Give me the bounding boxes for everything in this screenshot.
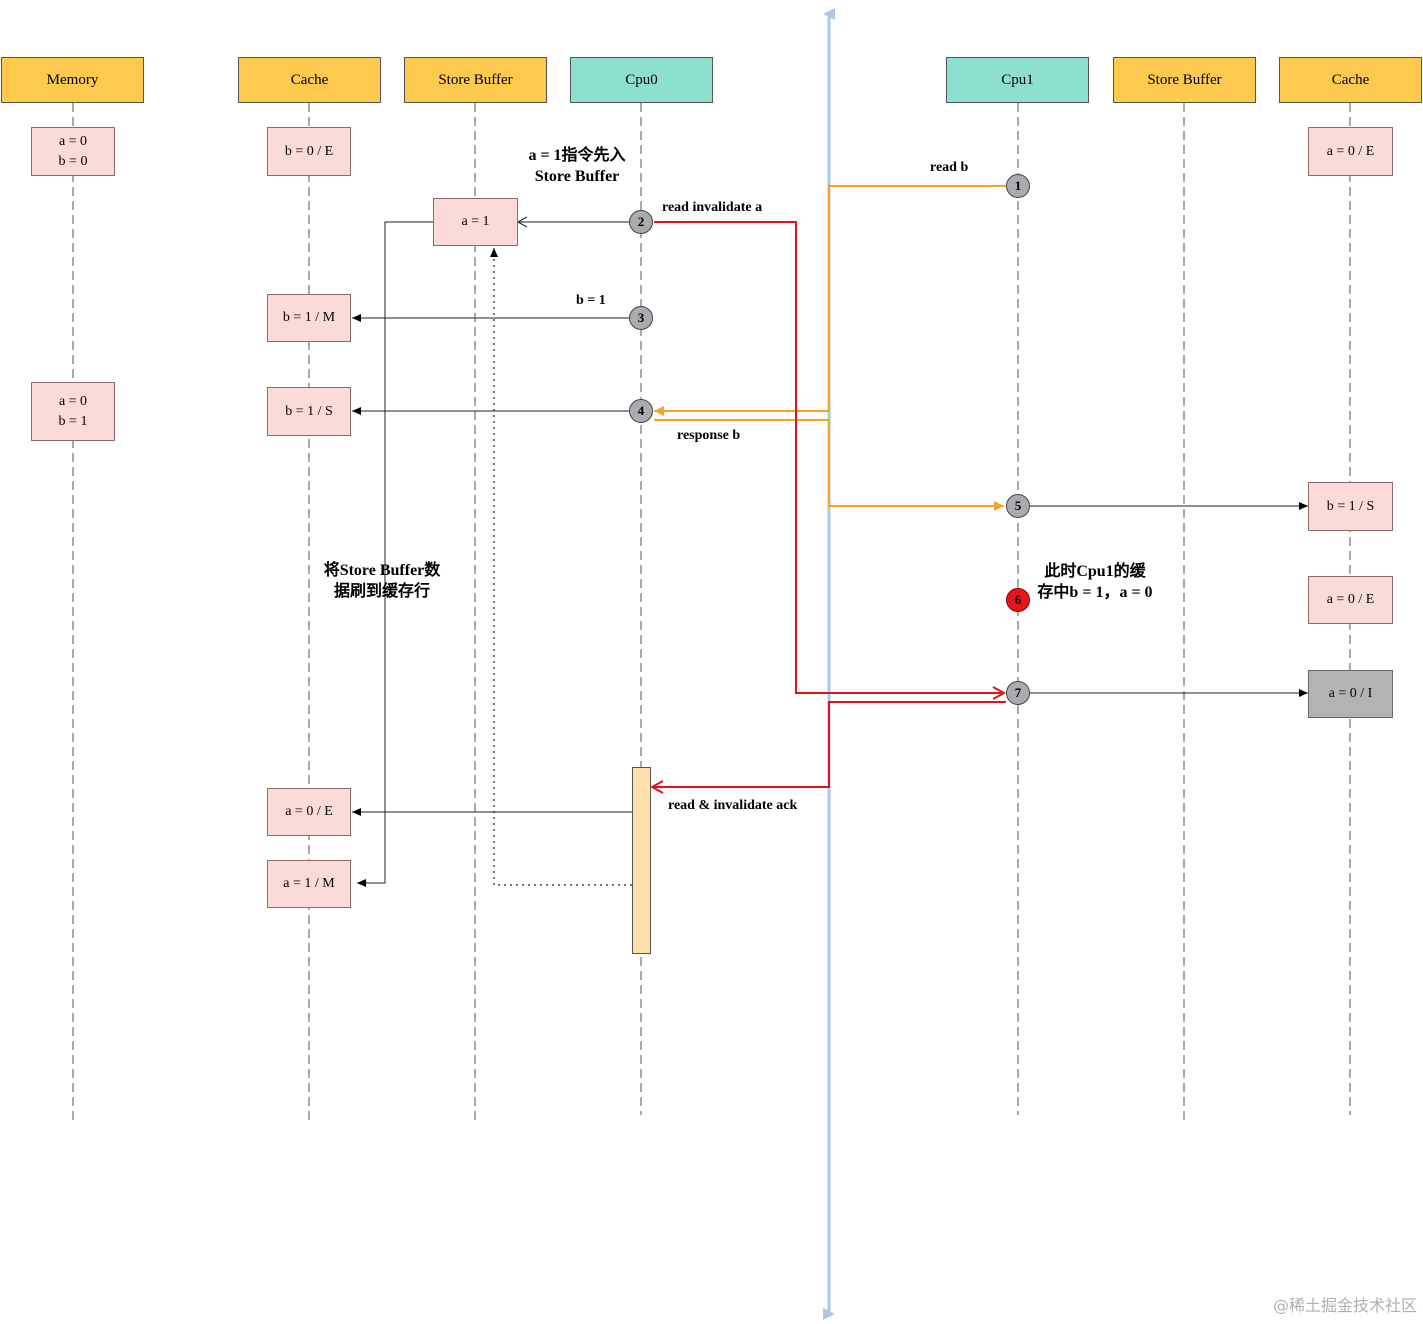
label-read-b: read b: [930, 160, 969, 175]
label-storebuffer-first: a = 1指令先入 Store Buffer: [528, 147, 626, 185]
arrow-invalidate-ack: [652, 701, 1006, 787]
cache0-state-b1M: b = 1 / M: [267, 294, 351, 342]
step-marker-5: 5: [1006, 494, 1030, 518]
step-marker-3: 3: [629, 306, 653, 330]
cache0-state-a0E: a = 0 / E: [267, 788, 351, 836]
label-read-invalidate: read invalidate a: [662, 200, 763, 215]
memory-state-initial: a = 0 b = 0: [31, 127, 115, 176]
cache0-state-b1S: b = 1 / S: [267, 387, 351, 436]
label-b-equals-1: b = 1: [576, 293, 606, 308]
header-cache-cpu0: Cache: [238, 57, 381, 103]
step-marker-7: 7: [1006, 681, 1030, 705]
step-marker-6: 6: [1006, 588, 1030, 612]
arrow-read-invalidate: [654, 221, 1004, 693]
step-marker-1: 1: [1006, 174, 1030, 198]
cache0-state-b0E: b = 0 / E: [267, 127, 351, 176]
cpu0-activation-bar: [632, 767, 651, 954]
arrow-response-b: [654, 419, 1004, 511]
cache1-state-a0E-top: a = 0 / E: [1308, 127, 1393, 176]
cache1-state-a0E-mid: a = 0 / E: [1308, 576, 1393, 624]
header-storebuffer-cpu1: Store Buffer: [1113, 57, 1256, 103]
step-marker-2: 2: [629, 210, 653, 234]
memory-state-after: a = 0 b = 1: [31, 382, 115, 441]
flush-storebuffer-path: [357, 221, 433, 887]
header-storebuffer-cpu0: Store Buffer: [404, 57, 547, 103]
header-cpu0: Cpu0: [570, 57, 713, 103]
header-cpu1: Cpu1: [946, 57, 1089, 103]
step-marker-4: 4: [629, 399, 653, 423]
watermark: @稀土掘金技术社区: [1272, 1296, 1417, 1315]
arrow-read-b: [654, 185, 1006, 416]
cache1-state-b1S: b = 1 / S: [1308, 482, 1393, 531]
cache1-state-a0I: a = 0 / I: [1308, 670, 1393, 718]
header-memory: Memory: [1, 57, 144, 103]
label-invalidate-ack: read & invalidate ack: [668, 798, 798, 813]
label-cpu1-cache-state: 此时Cpu1的缓 存中b = 1，a = 0: [1037, 563, 1153, 601]
header-cache-cpu1: Cache: [1279, 57, 1422, 103]
dotted-flush-feedback: [490, 248, 632, 886]
label-response-b: response b: [677, 428, 741, 443]
cache0-state-a1M: a = 1 / M: [267, 860, 351, 908]
storebuffer0-state-a1: a = 1: [433, 198, 518, 246]
label-flush-storebuffer: 将Store Buffer数 据刷到缓存行: [323, 562, 441, 600]
